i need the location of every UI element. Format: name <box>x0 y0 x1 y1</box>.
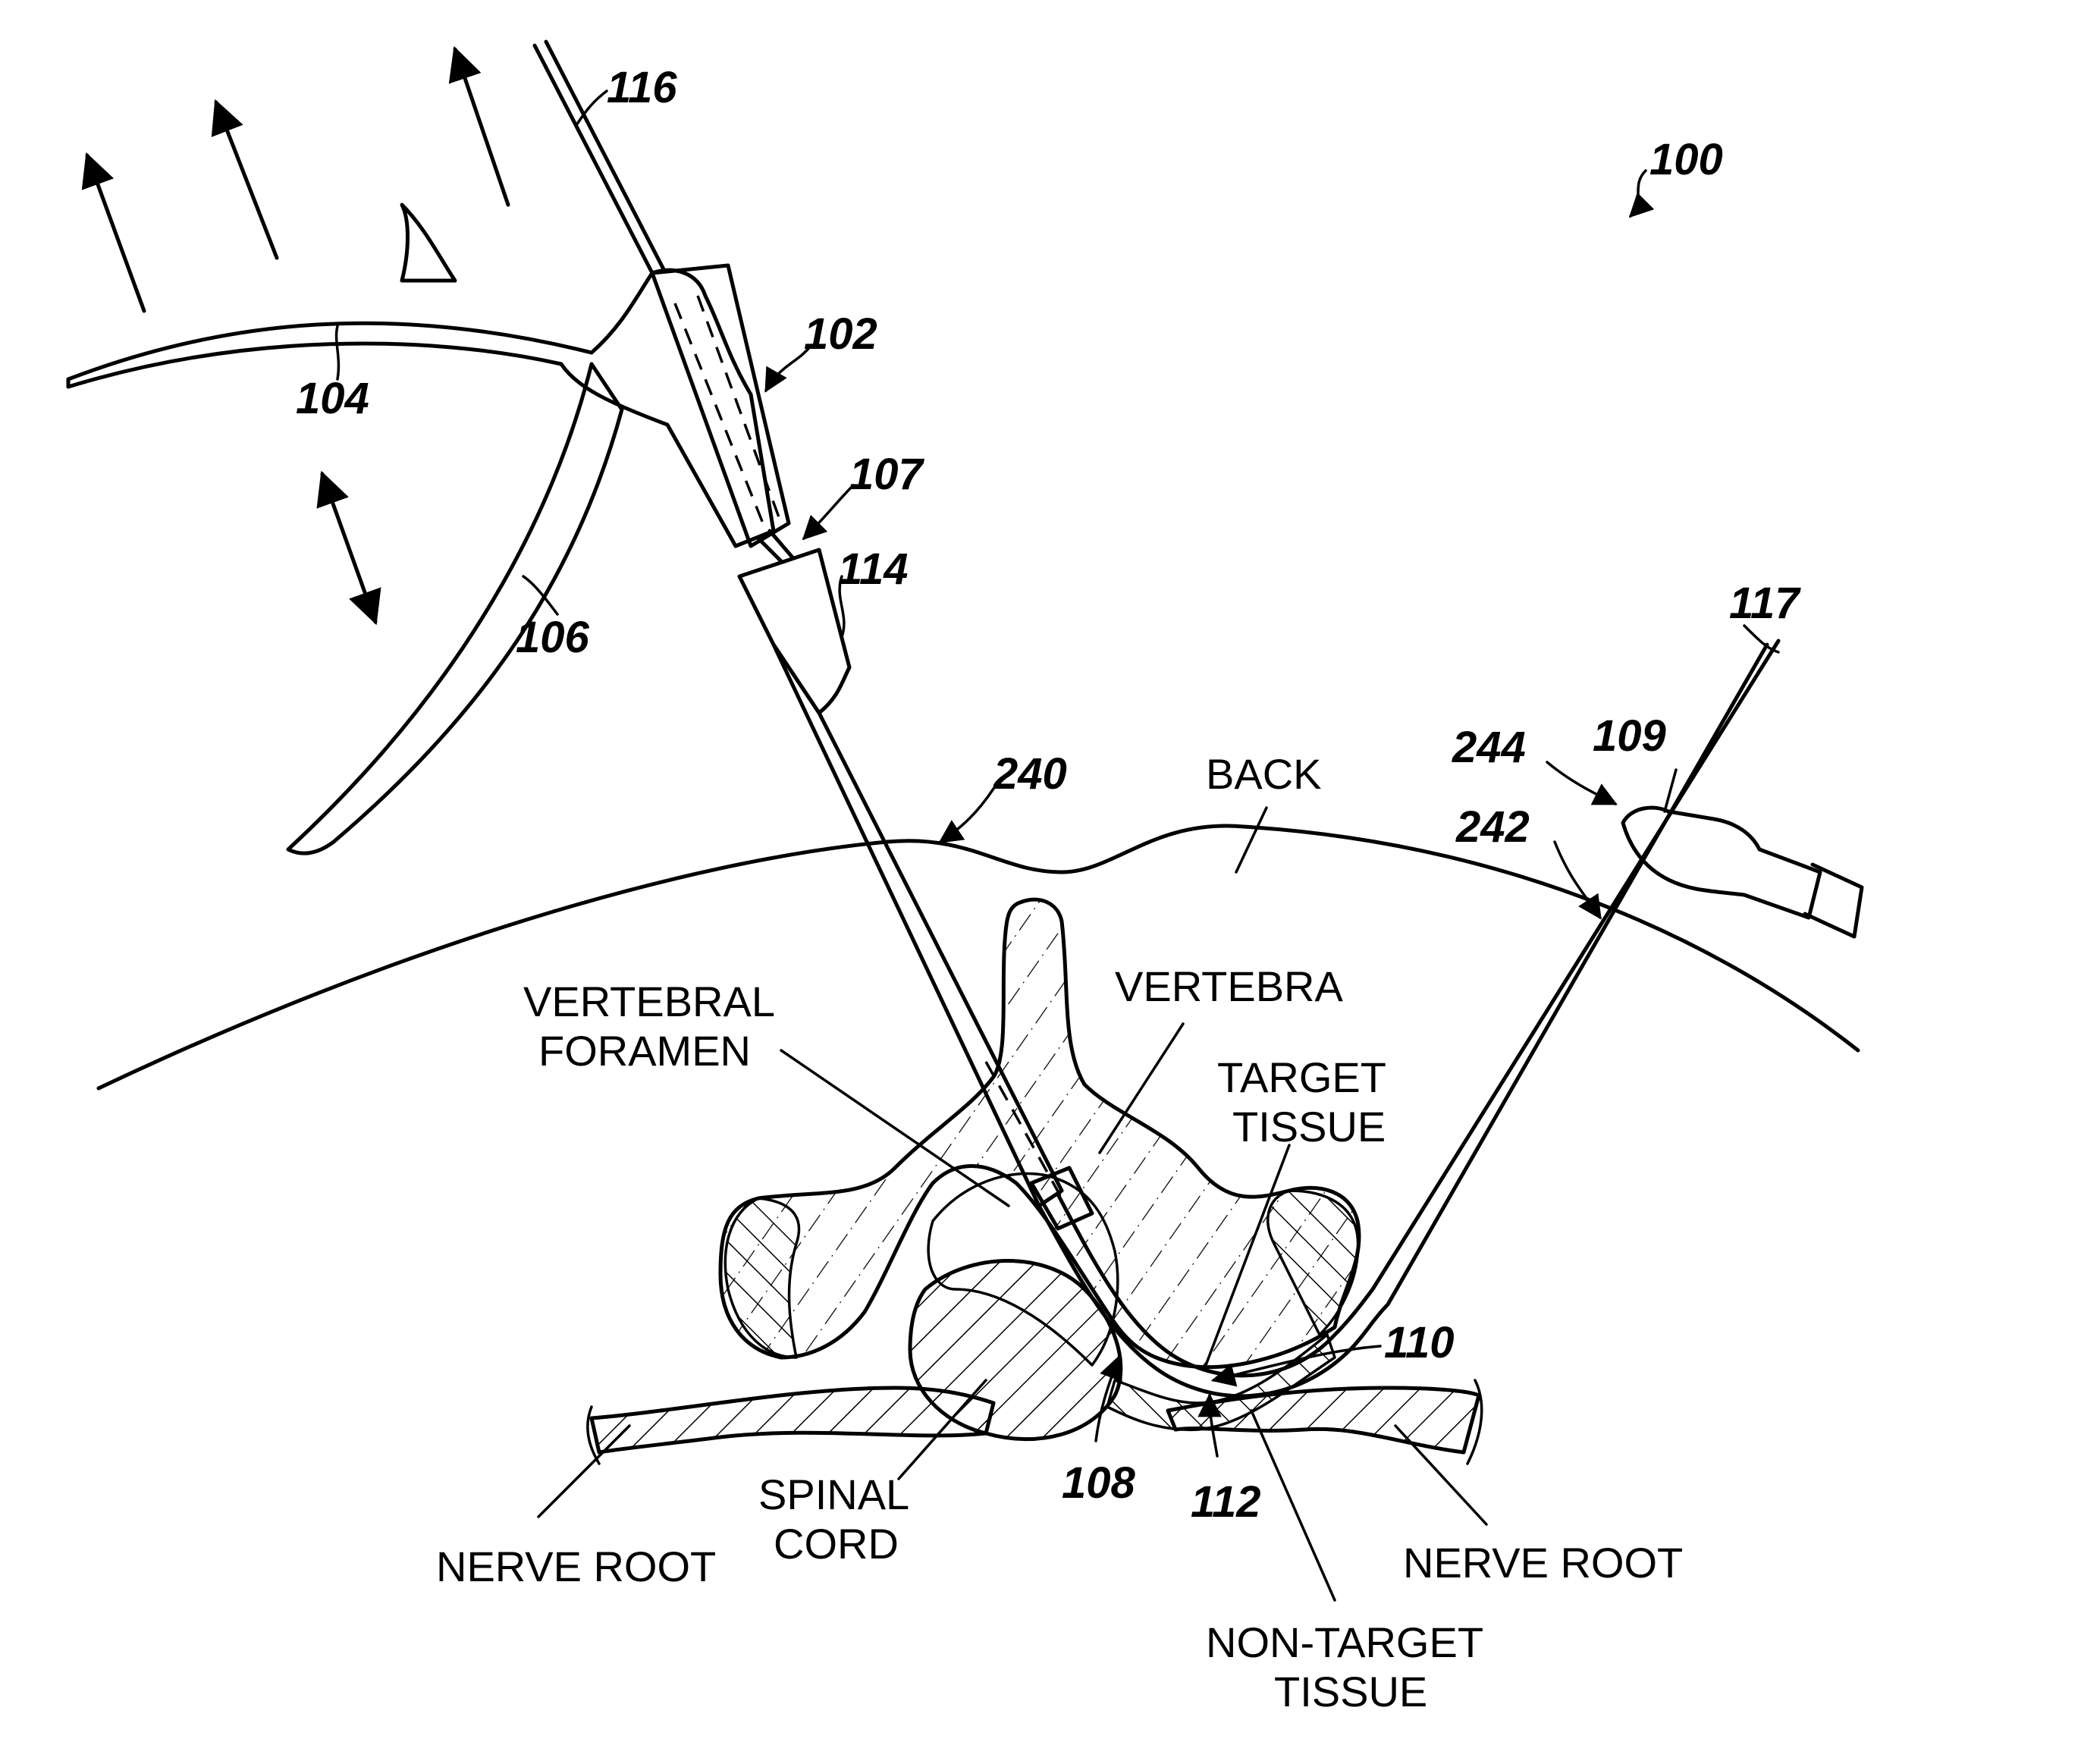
label-target-tissue-1: TARGET <box>1217 1053 1386 1101</box>
leader-nerve-root-left <box>538 1426 629 1517</box>
label-non-target-tissue-2: TISSUE <box>1274 1668 1427 1715</box>
handle-106 <box>288 364 622 853</box>
motion-arrow-1 <box>87 155 144 311</box>
leader-104 <box>337 326 339 379</box>
label-vertebral-foramen-2: FORAMEN <box>538 1027 751 1075</box>
hand-109 <box>1623 808 1820 918</box>
ref-108: 108 <box>1062 1458 1136 1508</box>
label-spinal-cord-1: SPINAL <box>758 1471 909 1518</box>
label-back: BACK <box>1206 750 1322 798</box>
ref-107: 107 <box>849 450 925 499</box>
ref-112: 112 <box>1191 1477 1260 1527</box>
label-nerve-root-right: NERVE ROOT <box>1403 1539 1683 1587</box>
leader-107 <box>804 485 853 538</box>
leader-non-target-tissue <box>1251 1411 1335 1600</box>
label-vertebral-foramen-1: VERTEBRAL <box>523 978 775 1025</box>
leader-100 <box>1631 171 1646 216</box>
back-surface-line <box>99 826 1858 1088</box>
ref-116: 116 <box>607 63 677 112</box>
label-spinal-cord-2: CORD <box>774 1520 899 1568</box>
label-target-tissue-2: TISSUE <box>1232 1103 1386 1150</box>
ref-100: 100 <box>1649 135 1723 184</box>
ref-117: 117 <box>1729 579 1801 628</box>
leader-240 <box>940 789 993 842</box>
label-non-target-tissue-1: NON-TARGET <box>1206 1618 1483 1666</box>
leader-242 <box>1555 842 1600 918</box>
ref-114: 114 <box>838 545 908 594</box>
leader-back <box>1236 808 1266 872</box>
label-nerve-root-left: NERVE ROOT <box>436 1543 716 1590</box>
spine-104-ridge <box>402 205 455 281</box>
ref-242: 242 <box>1455 802 1530 852</box>
ref-240: 240 <box>993 749 1067 799</box>
leader-244 <box>1547 762 1615 804</box>
ref-244: 244 <box>1452 723 1526 772</box>
ref-110: 110 <box>1384 1318 1454 1367</box>
ref-106: 106 <box>516 613 590 662</box>
ref-109: 109 <box>1593 711 1666 761</box>
motion-arrow-double <box>322 474 375 622</box>
motion-arrow-2 <box>216 102 277 258</box>
motion-arrow-3 <box>455 49 508 205</box>
instrument-102-stripes <box>675 296 781 531</box>
ref-102: 102 <box>804 309 877 359</box>
left-lamina <box>725 1198 799 1358</box>
label-vertebra: VERTEBRA <box>1115 962 1343 1010</box>
ref-104: 104 <box>296 374 369 423</box>
